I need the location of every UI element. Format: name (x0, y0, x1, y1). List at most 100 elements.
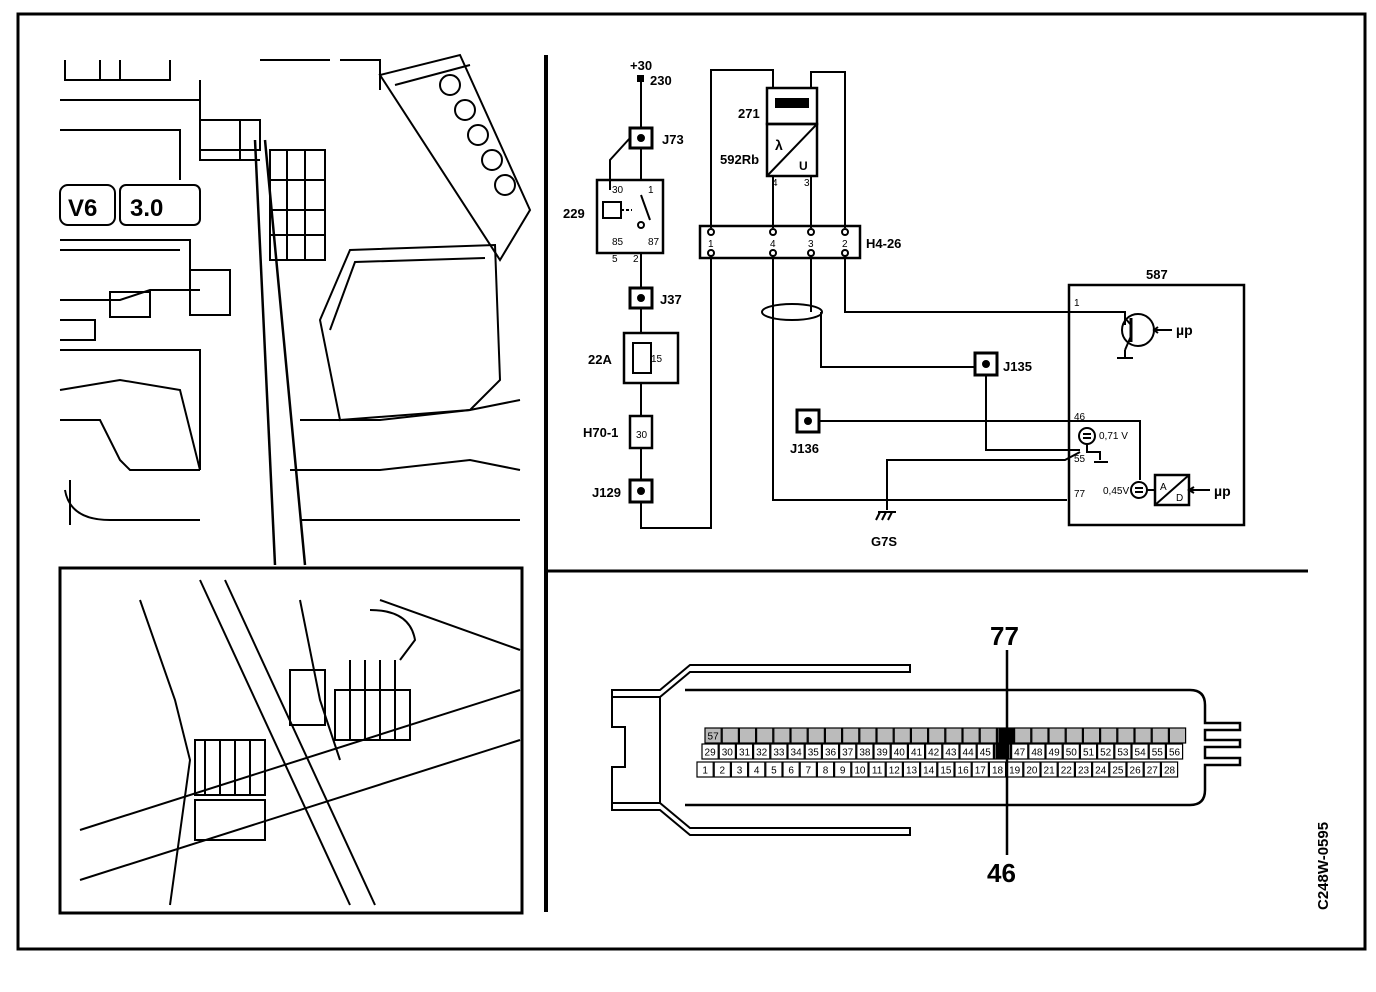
connector-pin-label: 15 (940, 766, 952, 777)
connector-pin-cell (959, 743, 977, 760)
ecu-587 (1067, 283, 1246, 527)
connector-pin-label: 29 (705, 748, 717, 759)
junction-j37-label: J37 (660, 292, 682, 307)
connector-pin-cell (1048, 727, 1066, 744)
wiring-schematic: +30 230 J73 229 30 1 85 87 5 2 J37 15 22… (563, 58, 1246, 549)
svg-text:V6: V6 (68, 195, 97, 222)
connector-pin-label: 44 (963, 748, 975, 759)
connector-pin-label: 47 (1014, 748, 1026, 759)
connector-pin-cell (851, 761, 869, 778)
connector-pin-label: 19 (1009, 766, 1021, 777)
ecu-pin-1: 1 (1074, 298, 1080, 309)
connector-pin-label: 8 (823, 766, 829, 777)
connector-pin-cell (824, 727, 843, 744)
fuse-rating: 15 (651, 354, 663, 365)
ecu-connector-block: 5729303132333435363738394041424344454647… (611, 621, 1242, 888)
connector-pin-cell (873, 743, 891, 760)
connector-pin-label: 10 (854, 766, 866, 777)
sensor-pin-4: 4 (772, 178, 778, 189)
connector-label: H4-26 (866, 236, 901, 251)
connector-pin-label: 55 (1152, 748, 1164, 759)
connector-pin-cell (945, 727, 963, 744)
fuse-22a (622, 331, 680, 385)
connector-pin-label: 52 (1100, 748, 1112, 759)
ecu-output-bottom: µp (1214, 483, 1231, 499)
connector-pin-cell (816, 761, 835, 778)
connector-pin-label: 9 (840, 766, 846, 777)
connector-pin-cell (782, 761, 800, 778)
connector-pin-cell (1099, 727, 1118, 744)
connector-pin-label: 56 (1169, 748, 1181, 759)
connector-pin-cell (770, 743, 788, 760)
connector-pin-cell (1057, 761, 1075, 778)
connector-pin-label: 48 (1031, 748, 1043, 759)
connector-pin-cell (1045, 743, 1063, 760)
connector-pin-cell (1062, 743, 1080, 760)
connector-pin-label: 42 (928, 748, 940, 759)
connector-pin-label: 57 (708, 732, 720, 743)
connector-pin-label: 39 (877, 748, 889, 759)
fuse-holder-label: H70-1 (583, 425, 618, 440)
connector-pin-cell (1114, 743, 1132, 760)
outer-frame (16, 12, 1367, 951)
connector-pin-cell (902, 761, 921, 778)
connector-pin-cell (1079, 743, 1098, 760)
connector-pin-cell (1143, 761, 1161, 778)
connector-pin-label: 1 (702, 766, 708, 777)
connector-pin-cell (1126, 761, 1144, 778)
connector-pin-cell (856, 743, 874, 760)
fuse-label: 22A (588, 352, 612, 367)
connector-pin-label: 32 (756, 748, 768, 759)
connector-pin-cell (1023, 761, 1041, 778)
connector-pin-cell (1074, 761, 1093, 778)
connector-pin-label: 3 (737, 766, 743, 777)
connector-pin-cell (971, 761, 990, 778)
connector-pin-label: 34 (791, 748, 803, 759)
sensor-pin-3: 3 (804, 178, 810, 189)
connector-pin-cell (807, 727, 826, 744)
h4-pin-4: 4 (770, 239, 776, 250)
connector-pin-cell (1131, 743, 1149, 760)
connector-pin-cell (1151, 727, 1169, 744)
relay-229 (595, 178, 665, 255)
junction-j73-label: J73 (662, 132, 684, 147)
connector-pin-cell (859, 727, 877, 744)
connector-pin-cell (1165, 743, 1184, 760)
connector-pin-cell (890, 743, 909, 760)
connector-pin-cell (919, 761, 938, 778)
connector-pin-label: 30 (722, 748, 734, 759)
relay-pin-5: 5 (612, 254, 618, 265)
ecu-pin-55: 55 (1074, 454, 1086, 465)
connector-pin-cell (735, 743, 754, 760)
connector-pin-label: 43 (945, 748, 957, 759)
h4-pin-2: 2 (842, 239, 848, 250)
connector-pin-label: 26 (1130, 766, 1142, 777)
ecu-voltage-1: 0,71 V (1099, 431, 1128, 442)
connector-pin-cell (1013, 727, 1032, 744)
connector-pin-cell (954, 761, 972, 778)
connector-pin-label: 6 (788, 766, 794, 777)
sensor-symbol-lambda: λ (775, 137, 783, 153)
relay-label: 229 (563, 206, 585, 221)
connector-pin-label: 18 (992, 766, 1004, 777)
connector-pin-label: 28 (1164, 766, 1176, 777)
connector-pin-label: 11 (872, 766, 883, 777)
connector-pin-cell (838, 743, 857, 760)
connector-pin-cell (821, 743, 840, 760)
connector-pin-label: 14 (923, 766, 935, 777)
sensor-symbol-u: U (799, 159, 808, 173)
connector-pin-cell (755, 727, 774, 744)
connector-pin-label: 27 (1147, 766, 1159, 777)
connector-pin-label: 40 (894, 748, 906, 759)
connector-pin-cell (1148, 743, 1166, 760)
figure-code: C248W-0595 (1315, 822, 1332, 910)
connector-pin-cell (790, 727, 808, 744)
connector-pin-cell (1117, 727, 1135, 744)
connector-pin-label: 33 (773, 748, 785, 759)
connector-pin-cell (730, 761, 749, 778)
connector-pin-cell (752, 743, 771, 760)
relay-pin-87: 87 (648, 237, 660, 248)
connector-pin-label: 54 (1135, 748, 1147, 759)
connector-pin-cell (1109, 761, 1127, 778)
connector-pin-label: 16 (958, 766, 970, 777)
